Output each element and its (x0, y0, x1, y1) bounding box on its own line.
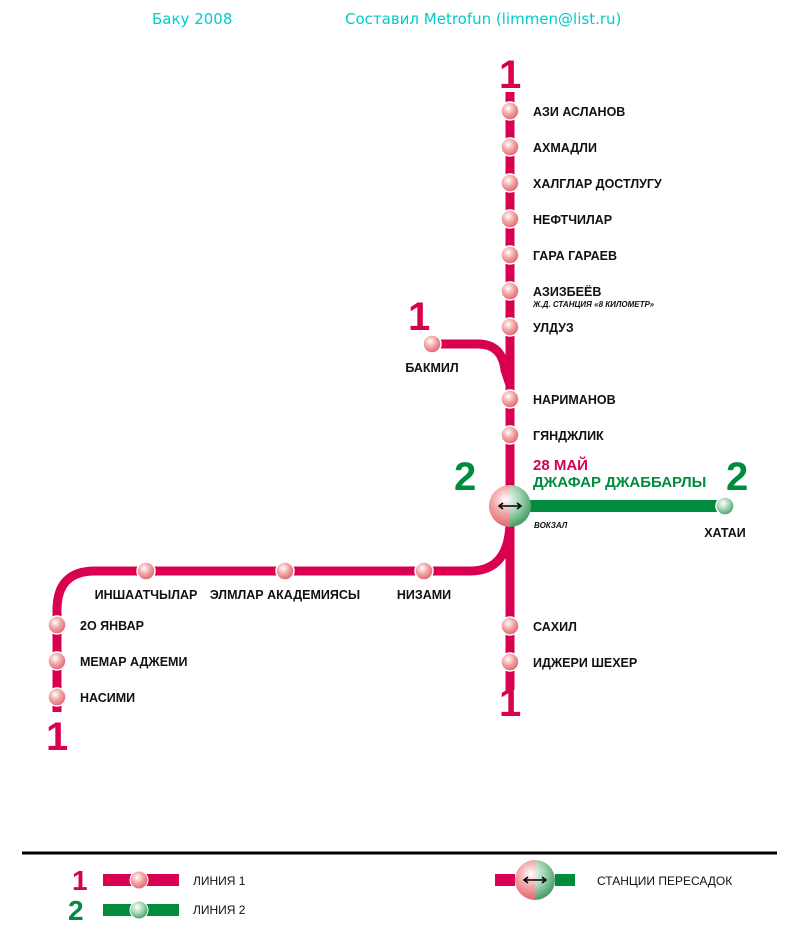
station-main-5[interactable]: АЗИЗБЕЁВ (500, 281, 601, 301)
line-1-number-south: 1 (499, 681, 521, 725)
legend-transfer-label: СТАНЦИИ ПЕРЕСАДОК (597, 874, 732, 888)
station-main-3[interactable]: НЕФТЧИЛАР (500, 209, 612, 229)
station-marker[interactable] (500, 137, 520, 157)
station-main-10[interactable]: ИДЖЕРИ ШЕХЕР (500, 652, 637, 672)
station-label: АЗИ АСЛАНОВ (533, 105, 625, 119)
station-label: ГАРА ГАРАЕВ (533, 249, 617, 263)
line-1-number-north: 1 (499, 53, 521, 97)
station-main-8[interactable]: ГЯНДЖЛИК (500, 425, 604, 445)
station-marker[interactable] (500, 101, 520, 121)
station-label: БАКМИЛ (405, 361, 458, 375)
legend-line-1-station-icon (129, 870, 149, 890)
station-main-1[interactable]: АХМАДЛИ (500, 137, 597, 157)
station-main-4[interactable]: ГАРА ГАРАЕВ (500, 245, 617, 265)
line-1-number-bakmil: 1 (408, 295, 430, 339)
azizbeyov-note: Ж.Д. СТАНЦИЯ «8 КИЛОМЕТР» (532, 300, 655, 309)
map-title: Баку 2008 (152, 10, 232, 28)
station-main-7[interactable]: НАРИМАНОВ (500, 389, 616, 409)
line-2-number-east: 2 (726, 455, 748, 499)
station-marker[interactable] (500, 173, 520, 193)
station-west-3[interactable]: 2О ЯНВАР (47, 615, 144, 635)
transfer-name-28-may: 28 МАЙ (533, 456, 588, 474)
legend: 1 ЛИНИЯ 1 2 ЛИНИЯ 2 СТАНЦИИ ПЕРЕСАДОК (68, 860, 732, 926)
station-marker[interactable] (275, 561, 295, 581)
station-main-6[interactable]: УЛДУЗ (500, 317, 574, 337)
legend-line-1-label: ЛИНИЯ 1 (193, 874, 246, 888)
legend-transfer-arrow-icon (522, 876, 548, 884)
station-khatai[interactable]: ХАТАИ (704, 496, 746, 540)
station-label: НЕФТЧИЛАР (533, 213, 612, 227)
legend-line-2-station-icon (129, 900, 149, 920)
line-1-number-west: 1 (46, 715, 68, 759)
station-label: 2О ЯНВАР (80, 619, 144, 633)
station-label: УЛДУЗ (533, 321, 574, 335)
station-west-0[interactable]: ИНШААТЧЫЛАР (95, 561, 198, 602)
station-label: ГЯНДЖЛИК (533, 429, 604, 443)
station-main-2[interactable]: ХАЛГЛАР ДОСТЛУГУ (500, 173, 662, 193)
station-label: ХАЛГЛАР ДОСТЛУГУ (533, 177, 662, 191)
station-label: НАСИМИ (80, 691, 135, 705)
legend-line-2-number: 2 (68, 895, 84, 926)
station-label: АХМАДЛИ (533, 141, 597, 155)
station-marker[interactable] (500, 281, 520, 301)
station-marker[interactable] (47, 615, 67, 635)
station-west-1[interactable]: ЭЛМЛАР АКАДЕМИЯСЫ (210, 561, 360, 602)
station-marker[interactable] (500, 209, 520, 229)
station-marker[interactable] (500, 425, 520, 445)
station-marker[interactable] (136, 561, 156, 581)
station-west-4[interactable]: МЕМАР АДЖЕМИ (47, 651, 187, 671)
map-credit: Составил Metrofun (limmen@list.ru) (345, 10, 621, 28)
station-label: ИДЖЕРИ ШЕХЕР (533, 656, 637, 670)
transfer-note: ВОКЗАЛ (534, 521, 568, 530)
station-marker[interactable] (500, 245, 520, 265)
station-marker[interactable] (500, 389, 520, 409)
station-marker[interactable] (414, 561, 434, 581)
legend-line-1-number: 1 (72, 865, 88, 896)
legend-line-2-label: ЛИНИЯ 2 (193, 903, 246, 917)
station-label: АЗИЗБЕЁВ (533, 284, 601, 299)
station-west-2[interactable]: НИЗАМИ (397, 561, 451, 602)
station-label: ИНШААТЧЫЛАР (95, 588, 198, 602)
line-2-number-west: 2 (454, 455, 476, 499)
station-label: НАРИМАНОВ (533, 393, 616, 407)
station-marker[interactable] (47, 651, 67, 671)
station-marker[interactable] (47, 687, 67, 707)
station-main-9[interactable]: САХИЛ (500, 616, 577, 636)
station-bakmil[interactable]: БАКМИЛ (405, 334, 459, 375)
station-marker[interactable] (500, 616, 520, 636)
station-main-0[interactable]: АЗИ АСЛАНОВ (500, 101, 625, 121)
transfer-name-jafar-jabbarly: ДЖАФАР ДЖАББАРЛЫ (533, 474, 706, 491)
station-label: САХИЛ (533, 620, 577, 634)
station-label: ЭЛМЛАР АКАДЕМИЯСЫ (210, 588, 360, 602)
station-marker[interactable] (715, 496, 735, 516)
station-marker[interactable] (500, 317, 520, 337)
station-label: НИЗАМИ (397, 588, 451, 602)
station-marker[interactable] (500, 652, 520, 672)
station-west-5[interactable]: НАСИМИ (47, 687, 135, 707)
transfer-station[interactable] (489, 485, 531, 527)
station-label: ХАТАИ (704, 526, 746, 540)
transfer-arrow-icon (497, 502, 523, 510)
station-marker[interactable] (422, 334, 442, 354)
station-label: МЕМАР АДЖЕМИ (80, 655, 187, 669)
